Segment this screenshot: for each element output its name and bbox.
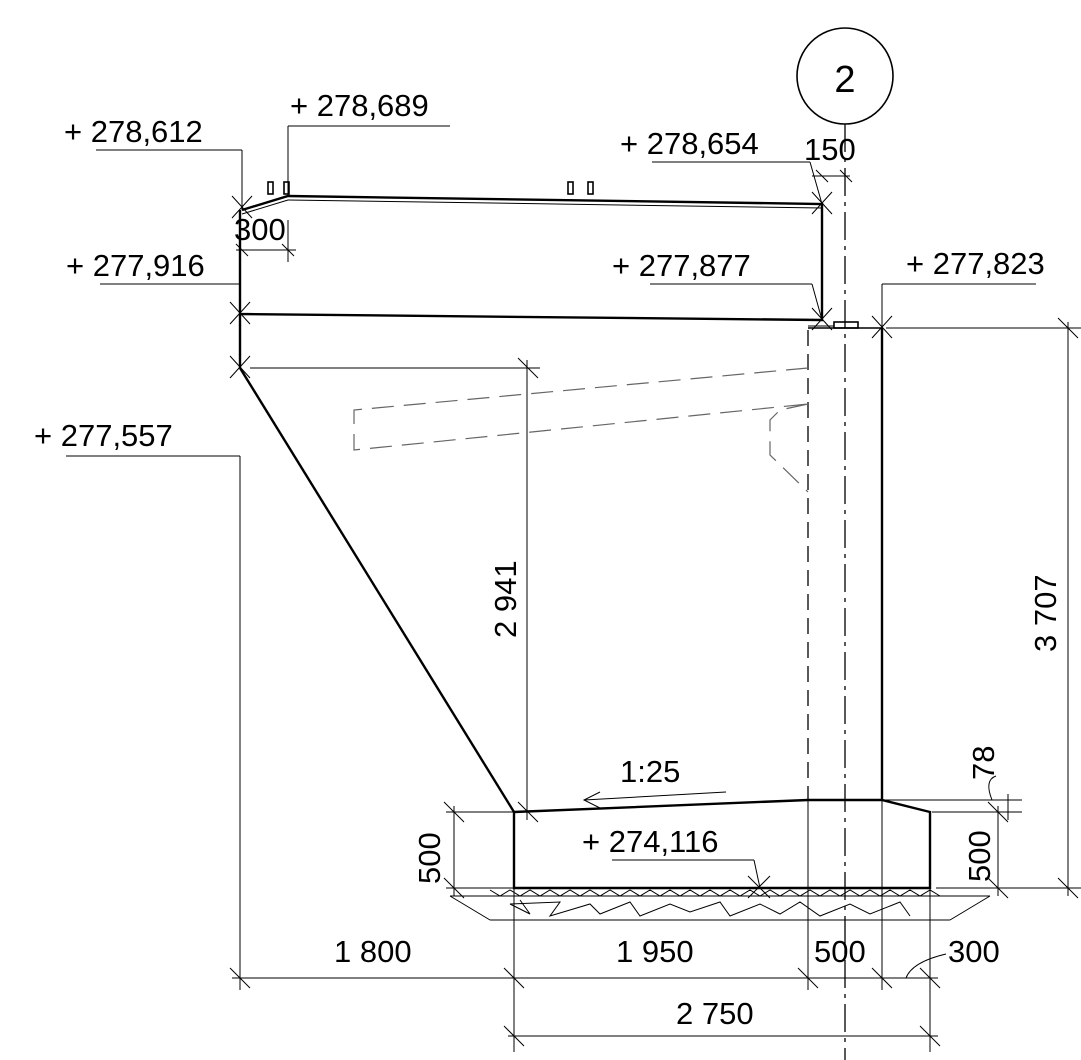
elevation-wall-top: + 277,823 bbox=[871, 246, 1045, 339]
elevation-footing-bottom-label: + 274,116 bbox=[582, 824, 718, 859]
elevation-haunch-bottom-label: + 277,557 bbox=[34, 418, 173, 453]
dimension-300-top: 300 bbox=[234, 212, 296, 262]
dimension-150-label: 150 bbox=[804, 132, 856, 167]
dimension-500-left-label: 500 bbox=[412, 832, 447, 884]
dimension-500-left: 500 bbox=[412, 801, 514, 899]
dimension-78: 78 bbox=[884, 746, 1022, 820]
elevation-wall-top-label: + 277,823 bbox=[906, 246, 1045, 281]
ground-hatch bbox=[449, 889, 991, 921]
elevation-top-left-inner-label: + 278,689 bbox=[290, 88, 429, 123]
elevation-top-left: + 278,612 bbox=[64, 114, 253, 219]
dimension-500-right: 500 bbox=[962, 801, 1009, 899]
elevation-top-left-label: + 278,612 bbox=[64, 114, 203, 149]
bearing-plate bbox=[833, 321, 859, 329]
elevation-top-left-inner: + 278,689 bbox=[287, 88, 450, 196]
dimension-3707-label: 3 707 bbox=[1028, 574, 1063, 652]
dimension-500-bottom-label: 500 bbox=[814, 934, 866, 969]
elevation-beam-bottom-left-label: + 277,916 bbox=[66, 248, 205, 283]
elevation-beam-bottom-right-label: + 277,877 bbox=[612, 248, 751, 283]
dimension-150: 150 bbox=[804, 132, 856, 183]
dimension-500-right-label: 500 bbox=[962, 830, 997, 882]
elevation-footing-bottom: + 274,116 bbox=[582, 824, 771, 899]
axis-marker-label: 2 bbox=[834, 59, 855, 101]
dimension-2750-label: 2 750 bbox=[676, 996, 754, 1031]
abutment-body bbox=[238, 314, 884, 813]
slope-arrow bbox=[582, 791, 727, 809]
dimension-78-label: 78 bbox=[966, 746, 1001, 780]
dimension-chain-bottom bbox=[229, 456, 947, 1052]
dimension-300-top-label: 300 bbox=[234, 212, 286, 247]
dimension-2750 bbox=[503, 1025, 941, 1047]
footing bbox=[512, 798, 932, 890]
dimension-2941-label: 2 941 bbox=[488, 560, 523, 638]
dimension-1950-label: 1 950 bbox=[616, 934, 694, 969]
elevation-beam-bottom-right: + 277,877 bbox=[612, 248, 833, 331]
slope-label: 1:25 bbox=[620, 754, 680, 789]
elevation-top-right-label: + 278,654 bbox=[620, 126, 759, 161]
elevation-beam-bottom-left: + 277,916 bbox=[66, 248, 251, 325]
bearing-symbols bbox=[267, 181, 594, 195]
dimension-2941: 2 941 bbox=[250, 357, 540, 823]
elevation-haunch-bottom: + 277,557 bbox=[34, 355, 251, 457]
hidden-beam-outline bbox=[353, 367, 809, 493]
dimension-3707: 3 707 bbox=[886, 317, 1081, 899]
dimension-1800-label: 1 800 bbox=[334, 934, 412, 969]
elevation-top-right: + 278,654 bbox=[620, 126, 833, 215]
dimension-300-bottom-label: 300 bbox=[948, 934, 1000, 969]
